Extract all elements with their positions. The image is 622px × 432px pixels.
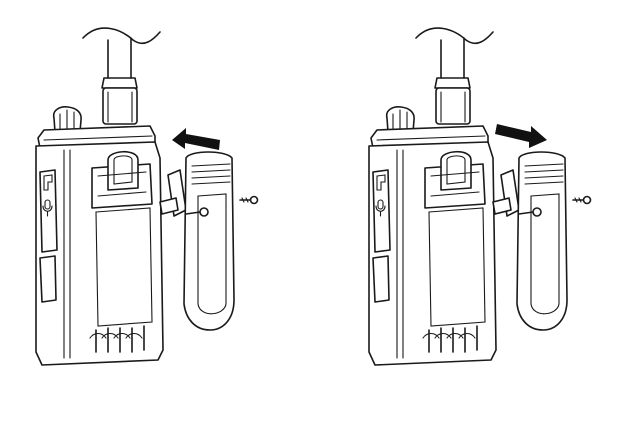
panel-attach-clip (35, 27, 259, 366)
belt-clip (159, 151, 235, 331)
screw-icon (239, 195, 259, 205)
radio-body (368, 27, 497, 366)
arrow-left-icon (172, 128, 220, 150)
belt-clip (492, 151, 568, 331)
screw-icon (572, 195, 592, 205)
arrow-right-icon (495, 124, 547, 148)
radio-body (35, 27, 164, 366)
panel-remove-clip (368, 27, 592, 366)
